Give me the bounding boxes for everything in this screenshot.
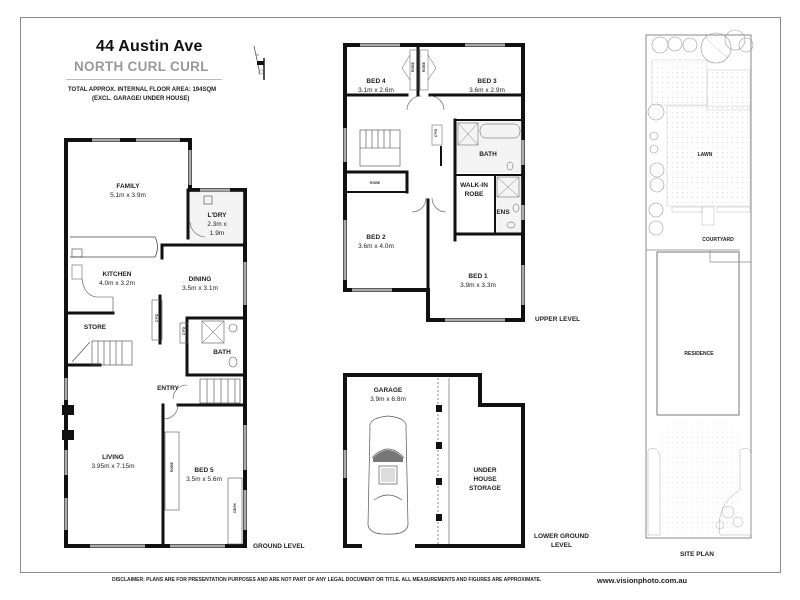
- ground-level-label: GROUND LEVEL: [253, 543, 305, 550]
- header-divider: [66, 79, 222, 80]
- robe-label-3: ROBE: [370, 181, 381, 185]
- property-suburb: NORTH CURL CURL: [74, 59, 209, 74]
- site-courtyard-label: COURTYARD: [702, 237, 734, 243]
- site-lawn-label: LAWN: [697, 152, 713, 158]
- site-plan-label: SITE PLAN: [680, 551, 714, 558]
- page-frame: [20, 17, 781, 573]
- property-address: 44 Austin Ave: [96, 38, 203, 55]
- room-bath-upper: BATH: [479, 151, 497, 158]
- room-bath-ground: BATH: [213, 349, 231, 356]
- north-arrow-icon: N: [253, 45, 265, 80]
- site-residence-label: RESIDENCE: [684, 351, 714, 357]
- svg-text:N: N: [256, 52, 259, 57]
- room-entry: ENTRY: [157, 385, 179, 392]
- upper-level-label: UPPER LEVEL: [535, 316, 581, 323]
- floor-area-note: (EXCL. GARAGE/ UNDER HOUSE): [92, 96, 190, 102]
- room-store: STORE: [83, 324, 107, 331]
- website-link[interactable]: www.visionphoto.com.au: [597, 576, 688, 585]
- room-ensuite: ENS: [496, 209, 510, 216]
- disclaimer-text: DISCLAIMER: PLANS ARE FOR PRESENTATION P…: [112, 577, 542, 583]
- floor-area-text: TOTAL APPROX. INTERNAL FLOOR AREA: 194SQ…: [68, 87, 217, 93]
